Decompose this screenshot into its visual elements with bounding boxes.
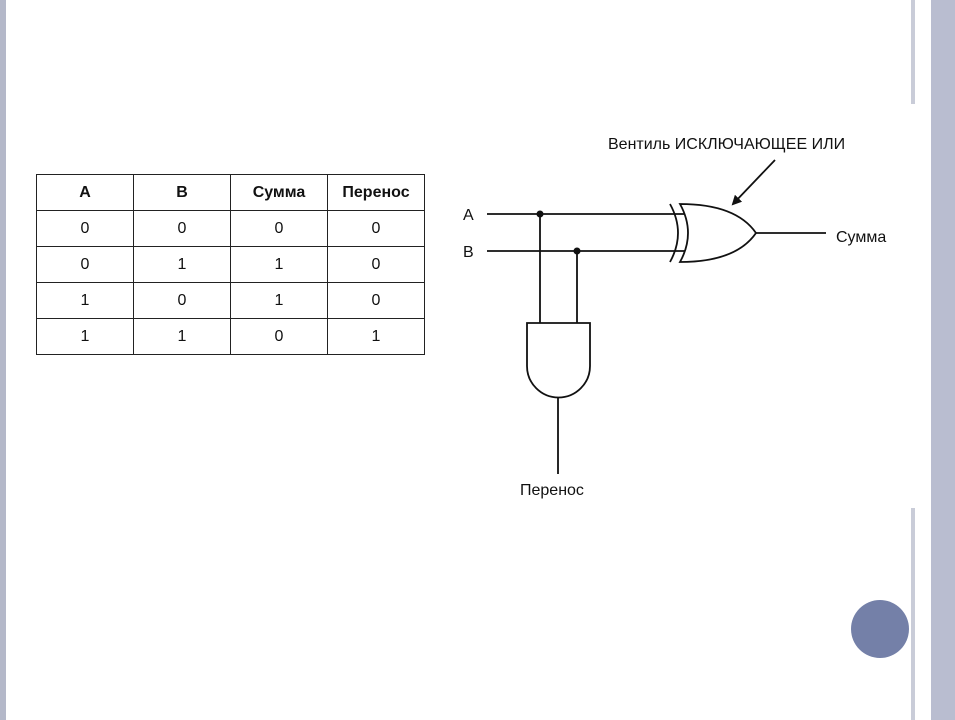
table-row: 1 0 1 0 xyxy=(36,282,425,319)
xor-gate xyxy=(678,203,758,263)
cell-carry: 0 xyxy=(327,210,425,247)
cell-carry: 0 xyxy=(327,246,425,283)
header-sum: Сумма xyxy=(230,174,328,211)
xor-caption-arrow xyxy=(731,159,776,206)
cell-a: 1 xyxy=(36,318,134,355)
truth-table: A B Сумма Перенос 0 0 0 0 0 1 1 0 1 0 1 … xyxy=(36,174,425,355)
cell-sum: 1 xyxy=(230,282,328,319)
cell-sum: 0 xyxy=(230,318,328,355)
slide-frame-left xyxy=(0,0,6,720)
cell-b: 1 xyxy=(133,318,231,355)
input-b-label: B xyxy=(463,244,474,261)
cell-carry: 0 xyxy=(327,282,425,319)
carry-output-label: Перенос xyxy=(520,482,584,499)
xor-gate-input-arc xyxy=(669,203,679,263)
cell-sum: 1 xyxy=(230,246,328,283)
xor-gate-caption: Вентиль ИСКЛЮЧАЮЩЕЕ ИЛИ xyxy=(608,136,845,153)
table-row: 1 1 0 1 xyxy=(36,318,425,355)
sum-output-label: Сумма xyxy=(836,229,886,246)
header-b: B xyxy=(133,174,231,211)
cell-b: 0 xyxy=(133,282,231,319)
header-a: A xyxy=(36,174,134,211)
slide-decoration-circle xyxy=(851,600,909,658)
cell-a: 1 xyxy=(36,282,134,319)
slide-frame-right-outer xyxy=(931,0,955,720)
input-a-label: A xyxy=(463,207,474,224)
table-row: 0 1 1 0 xyxy=(36,246,425,283)
cell-carry: 1 xyxy=(327,318,425,355)
and-gate xyxy=(526,322,591,399)
